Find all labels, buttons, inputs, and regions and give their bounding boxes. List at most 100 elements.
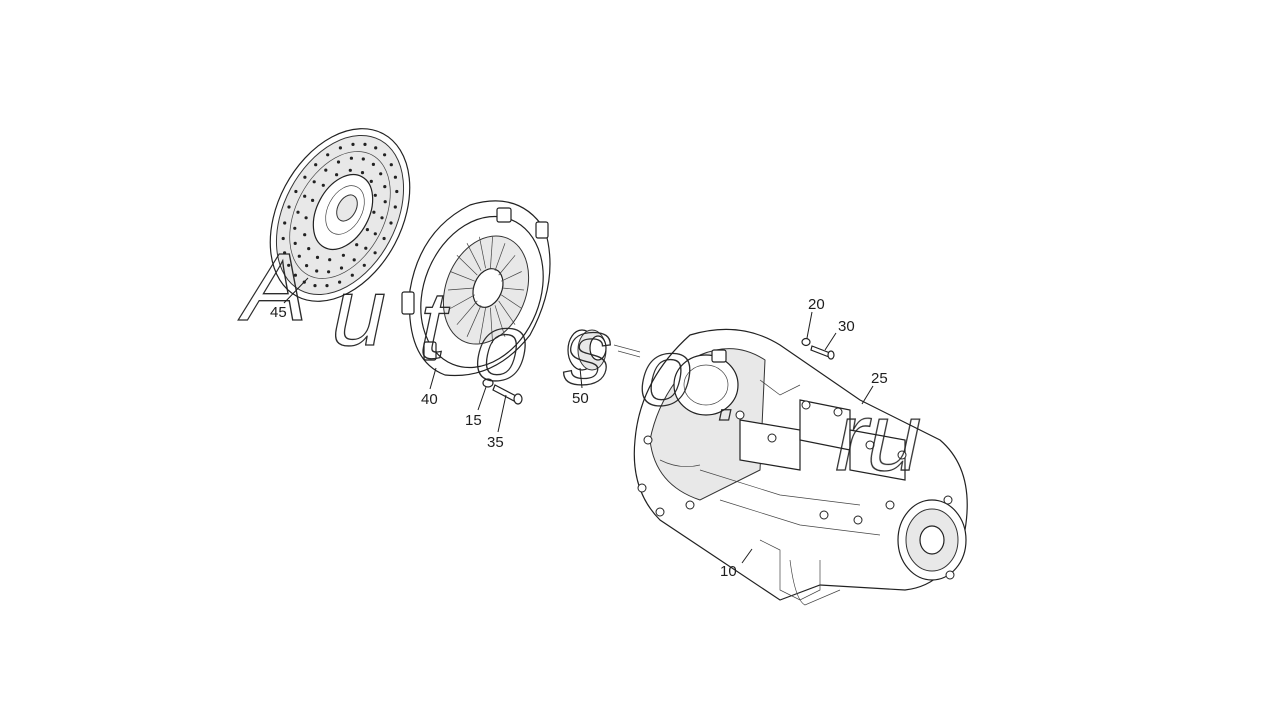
rivet: [393, 205, 397, 209]
rivet: [371, 162, 375, 166]
rivet: [383, 200, 387, 204]
rivet: [325, 284, 329, 288]
housing-bolt: [767, 433, 777, 443]
callout-15: 15: [465, 412, 482, 429]
rivet: [321, 183, 325, 187]
housing-bolt: [685, 500, 695, 510]
spring-finger: [490, 236, 493, 269]
callout-40: 40: [421, 391, 438, 408]
rivet: [281, 236, 285, 241]
spring-finger: [494, 305, 506, 337]
rivet: [355, 243, 359, 247]
rivet: [287, 205, 291, 209]
pressure-plate: [401, 200, 551, 377]
rivet: [372, 210, 376, 214]
rivet: [283, 221, 287, 225]
spring-finger: [450, 271, 475, 282]
rivet: [373, 251, 377, 255]
rivet: [324, 168, 328, 172]
spring-finger: [466, 243, 482, 271]
rivet: [362, 263, 366, 267]
rivet: [363, 142, 367, 146]
rivet: [283, 251, 287, 255]
clutch-disc: [269, 128, 411, 302]
rivet: [361, 157, 365, 161]
rivet: [287, 263, 291, 267]
rivet: [348, 168, 352, 172]
spring-finger: [501, 271, 522, 282]
callout-25: 25: [871, 370, 888, 387]
rivet: [315, 255, 320, 259]
rivet: [297, 254, 301, 258]
rivet: [349, 156, 353, 160]
housing-bolt: [833, 407, 843, 417]
callout-30: 30: [838, 318, 855, 335]
rivet: [303, 233, 307, 237]
callout-20: 20: [808, 296, 825, 313]
spring-finger: [479, 307, 486, 344]
callout-35: 35: [487, 434, 504, 451]
housing-bolt: [819, 510, 829, 520]
rivet: [336, 160, 341, 164]
rivet: [339, 266, 344, 270]
rivet: [341, 253, 345, 257]
housing-bolt: [897, 450, 907, 460]
bolt: [810, 345, 835, 360]
rivet: [293, 226, 297, 230]
spring-finger: [501, 287, 525, 291]
rivet: [382, 236, 386, 241]
washer: [801, 337, 811, 347]
rivet: [383, 185, 387, 189]
rivet: [373, 232, 377, 236]
spring-finger: [494, 243, 506, 271]
callout-10: 10: [720, 563, 737, 580]
rivet: [327, 270, 331, 274]
rivet: [338, 280, 342, 284]
rivet: [335, 173, 339, 177]
rivet: [293, 241, 297, 245]
housing-bolt: [865, 440, 875, 450]
rivet: [369, 179, 373, 183]
rivet: [389, 163, 393, 167]
spring-finger: [450, 294, 475, 309]
rivet: [314, 163, 318, 167]
rivet: [389, 221, 393, 225]
spring-finger: [501, 294, 522, 309]
rivet: [380, 216, 384, 220]
rivet: [296, 210, 300, 214]
spring-finger: [466, 305, 482, 337]
rivet: [360, 171, 365, 175]
washer: [482, 378, 494, 388]
rivet: [338, 146, 342, 150]
spring-finger: [456, 300, 478, 325]
release-bearing: [567, 329, 641, 371]
housing-bolt: [945, 570, 955, 580]
housing-bolt: [943, 495, 953, 505]
rivet: [307, 247, 311, 251]
rivet: [364, 246, 368, 250]
bolt: [492, 384, 523, 405]
spring-finger: [498, 255, 516, 276]
rivet: [303, 175, 307, 179]
housing-bolt: [637, 483, 647, 493]
rivet: [350, 273, 354, 277]
housing-bolt: [643, 435, 653, 445]
rivet: [312, 180, 316, 184]
rivet: [303, 194, 307, 198]
rivet: [304, 216, 308, 220]
rivet: [305, 264, 309, 268]
rivet: [379, 172, 383, 176]
rivet: [374, 146, 378, 150]
housing-bolt: [735, 410, 745, 420]
svg-text:A: A: [234, 233, 321, 341]
callout-45: 45: [270, 304, 287, 321]
rivet: [293, 273, 297, 277]
rivet: [294, 189, 298, 194]
rivet: [373, 193, 377, 197]
gearbox: [633, 328, 968, 606]
callout-50: 50: [572, 390, 589, 407]
rivet: [365, 228, 369, 232]
spring-finger: [447, 287, 475, 291]
housing-bolt: [853, 515, 863, 525]
